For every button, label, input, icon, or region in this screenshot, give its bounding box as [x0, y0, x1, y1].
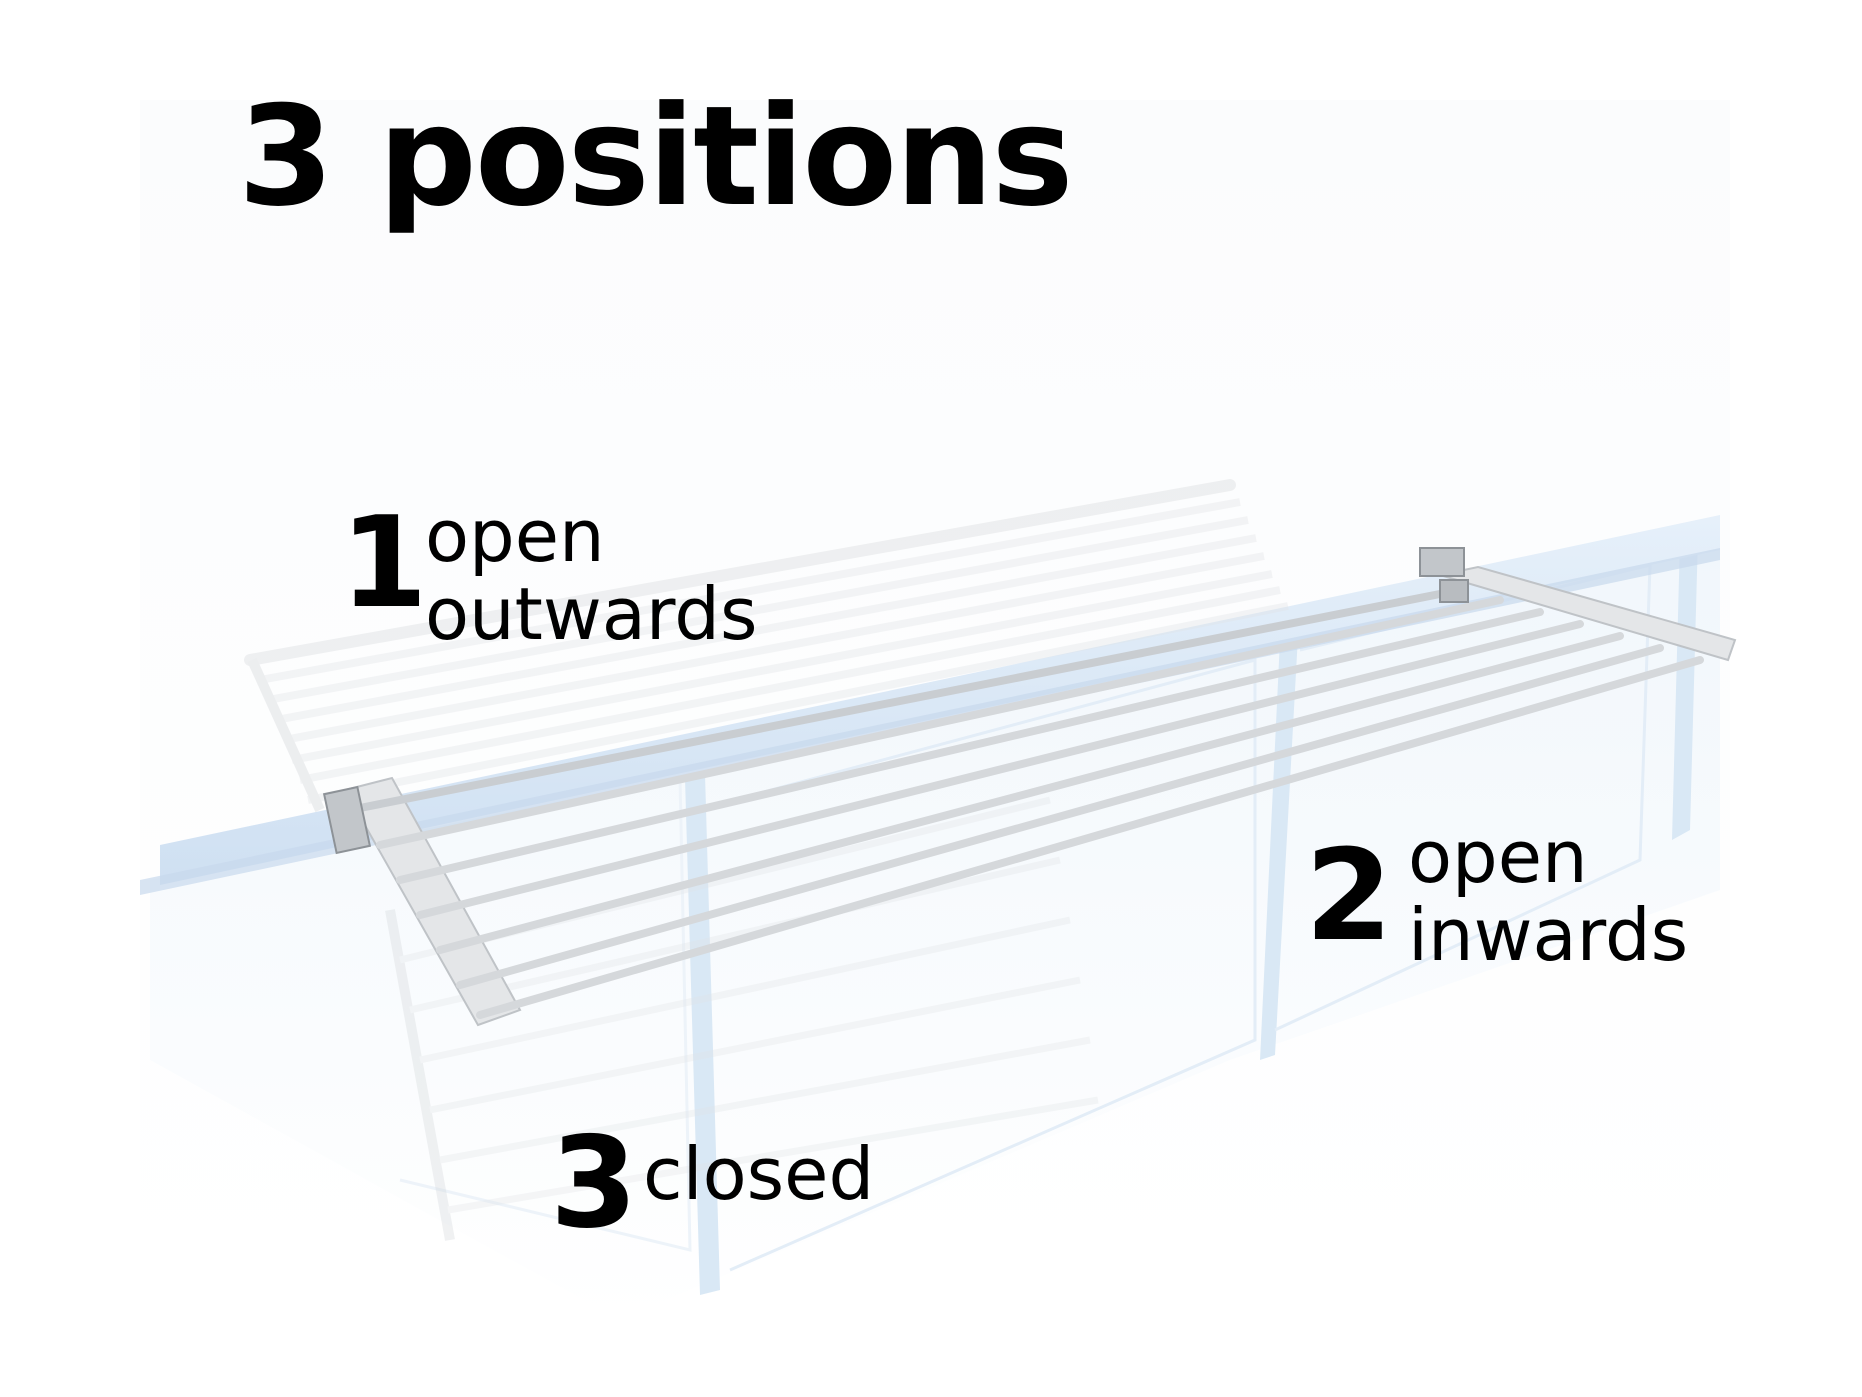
position-1-number: 1 [340, 489, 428, 636]
rack-position-inwards [322, 547, 1737, 1027]
position-2-label-line-2: inwards [1408, 893, 1689, 977]
position-2-number: 2 [1305, 822, 1393, 969]
position-1-label-line-1: open [425, 494, 605, 578]
position-3-label-line-1: closed [643, 1132, 875, 1216]
rack-position-outwards [244, 479, 1289, 813]
position-1-label: open outwards [425, 497, 757, 653]
position-2-label: open inwards [1408, 818, 1688, 974]
position-3-label: closed [643, 1135, 874, 1213]
position-3-number: 3 [550, 1109, 638, 1256]
page-title: 3 positions [238, 76, 1074, 237]
position-1-label-line-2: outwards [425, 572, 758, 656]
position-2-label-line-1: open [1408, 815, 1588, 899]
